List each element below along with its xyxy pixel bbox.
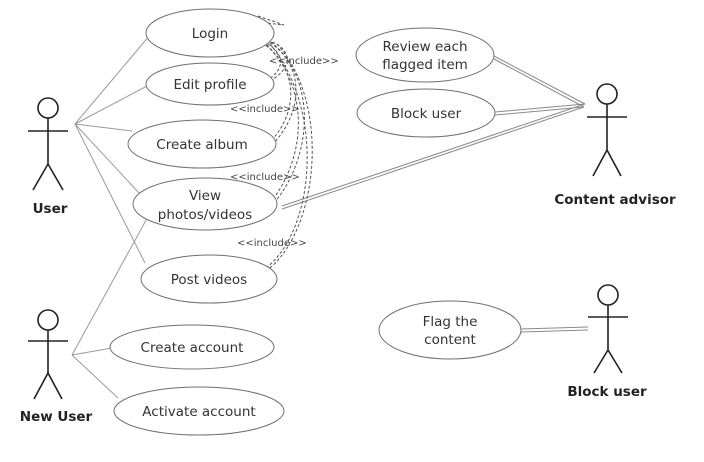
include-dependencies	[257, 15, 313, 269]
user-stick-figure-icon	[28, 97, 68, 191]
use-case-login[interactable]: Login	[145, 8, 275, 58]
use-case-review-label-line2: flagged item	[382, 57, 468, 73]
use-case-view-photos-videos[interactable]: View photos/videos	[132, 177, 278, 231]
content-advisor-stick-figure-icon	[587, 83, 627, 177]
block-user-stick-figure-icon	[588, 284, 628, 374]
use-case-view-label-line2: photos/videos	[158, 207, 252, 223]
use-case-review-flagged-item[interactable]: Review each flagged item	[355, 27, 495, 83]
content-advisor-associations	[281, 55, 586, 210]
use-case-activate-account[interactable]: Activate account	[113, 386, 285, 436]
use-case-view-label-line1: View	[189, 188, 221, 204]
use-case-create-account-label: Create account	[141, 340, 244, 356]
use-case-post-videos[interactable]: Post videos	[140, 254, 278, 304]
actor-user[interactable]: User	[28, 97, 68, 217]
actor-block-user-label: Block user	[567, 384, 647, 400]
use-case-login-label: Login	[192, 26, 228, 42]
actor-content-advisor[interactable]: Content advisor	[554, 83, 676, 208]
include-label-2: <<include>>	[230, 104, 300, 115]
actor-user-label: User	[33, 201, 68, 217]
use-case-flag-label-line2: content	[424, 332, 476, 348]
use-case-create-account[interactable]: Create account	[109, 324, 275, 370]
actor-block-user[interactable]: Block user	[567, 284, 647, 400]
use-case-block-user-label: Block user	[391, 106, 462, 122]
use-case-edit-profile-label: Edit profile	[173, 77, 246, 93]
use-case-activate-account-label: Activate account	[142, 404, 255, 420]
actor-new-user[interactable]: New User	[20, 309, 93, 425]
new-user-associations	[71, 212, 151, 399]
use-case-edit-profile[interactable]: Edit profile	[145, 62, 275, 106]
use-case-review-label-line1: Review each	[382, 39, 467, 55]
actor-content-advisor-label: Content advisor	[554, 192, 676, 208]
actor-new-user-label: New User	[20, 409, 93, 425]
user-associations	[74, 34, 151, 264]
use-case-post-videos-label: Post videos	[171, 272, 247, 288]
use-case-flag-content[interactable]: Flag the content	[378, 300, 522, 360]
include-label-4: <<include>>	[237, 238, 307, 249]
use-case-create-album-label: Create album	[156, 137, 247, 153]
block-user-association	[520, 326, 589, 333]
use-case-block-user[interactable]: Block user	[356, 88, 496, 138]
include-label-3: <<include>>	[230, 172, 300, 183]
new-user-stick-figure-icon	[28, 309, 68, 400]
include-label-1: <<include>>	[269, 56, 339, 67]
use-case-flag-label-line1: Flag the	[423, 314, 478, 330]
use-case-create-album[interactable]: Create album	[127, 119, 277, 169]
